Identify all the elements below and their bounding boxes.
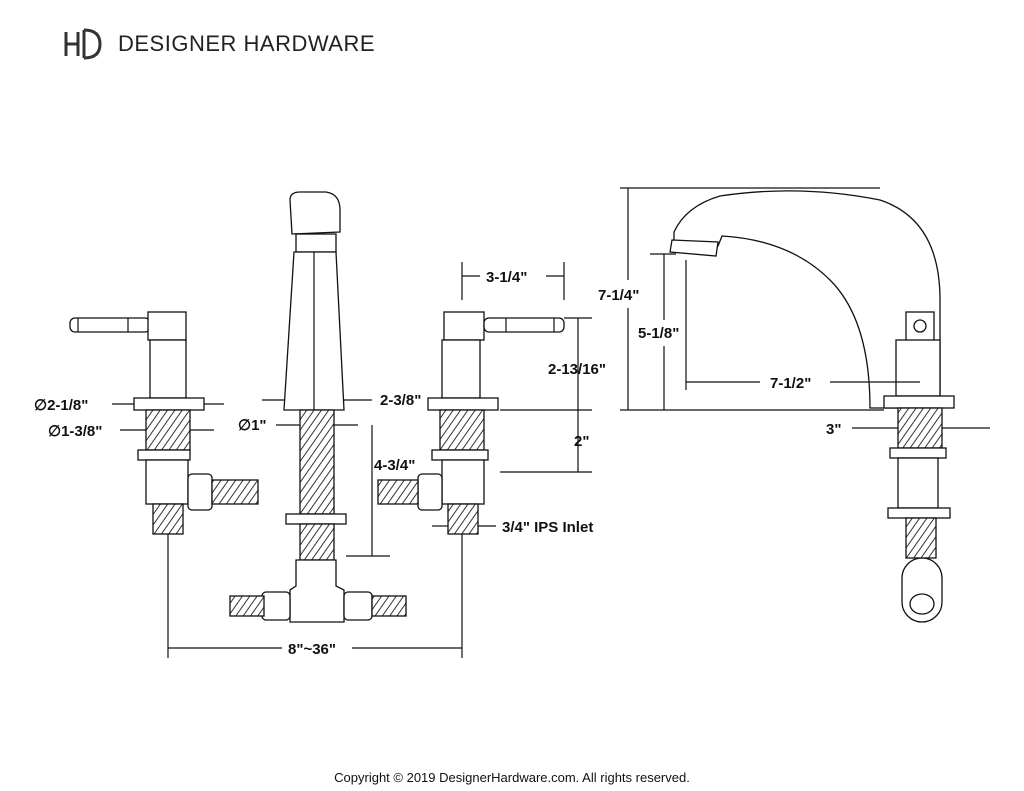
- dimension-lines: [112, 187, 990, 658]
- dim-spout-shank-diameter: ∅1": [238, 417, 267, 434]
- copyright-footer: Copyright © 2019 DesignerHardware.com. A…: [334, 770, 690, 785]
- dim-deck-thickness: 2": [574, 433, 589, 450]
- dim-handle-flange-diameter: ∅2-1/8": [34, 397, 88, 414]
- dim-handle-shank-diameter: ∅1-3/8": [48, 423, 102, 440]
- dim-spout-base-width: 2-3/8": [380, 392, 421, 409]
- brand-name: DESIGNER HARDWARE: [118, 31, 376, 56]
- dim-spout-reach: 7-1/2": [770, 375, 811, 392]
- dim-handle-height: 2-13/16": [548, 361, 606, 378]
- dim-handle-reach: 3-1/4": [486, 269, 527, 286]
- dim-spread: 8"~36": [288, 641, 336, 658]
- dim-overall-height: 7-1/4": [598, 287, 639, 304]
- right-handle-valve: [377, 311, 565, 535]
- side-view-faucet: [669, 190, 955, 623]
- dim-spout-outlet-height: 5-1/8": [638, 325, 679, 342]
- dim-spout-shank-length: 4-3/4": [374, 457, 415, 474]
- dim-ips-inlet: 3/4" IPS Inlet: [502, 519, 593, 536]
- designer-hardware-logo: [64, 28, 102, 60]
- left-handle-valve: [69, 311, 259, 535]
- center-spout: [229, 191, 407, 623]
- dim-side-shank: 3": [826, 421, 841, 438]
- brand-header: DESIGNER HARDWARE: [62, 26, 375, 62]
